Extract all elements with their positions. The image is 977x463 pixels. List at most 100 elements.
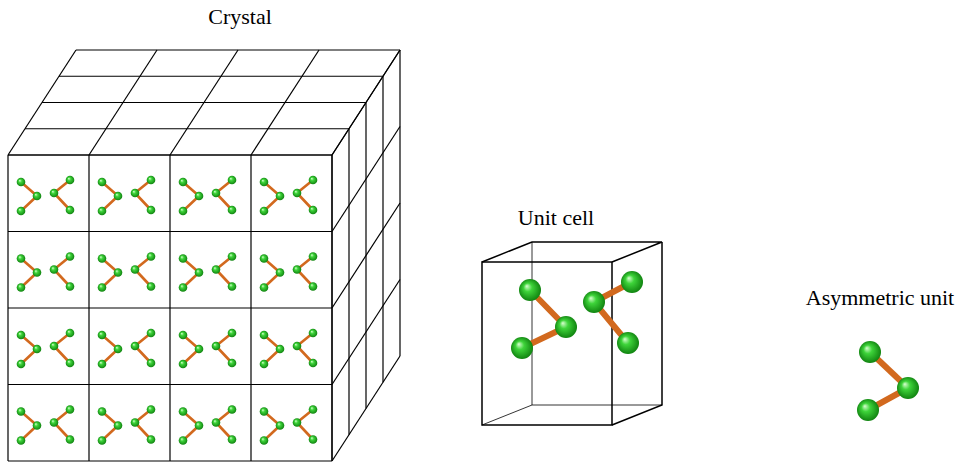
figure-label: Crystal — [208, 5, 272, 29]
grid-line — [76, 49, 400, 50]
atom — [17, 331, 26, 340]
atom — [114, 192, 123, 201]
atom — [66, 252, 75, 261]
atom — [179, 436, 188, 445]
atom — [519, 279, 541, 301]
atom — [98, 360, 107, 369]
atom — [511, 337, 533, 359]
atom — [179, 178, 188, 187]
atom — [66, 359, 75, 368]
atom — [212, 418, 221, 427]
atom — [147, 206, 156, 215]
atom — [228, 435, 237, 444]
atom — [131, 265, 140, 274]
atom — [50, 265, 59, 274]
atom — [309, 329, 318, 338]
atom — [309, 282, 318, 291]
atom — [147, 252, 156, 261]
atom — [98, 178, 107, 187]
unit-cell-box — [482, 242, 662, 425]
atom — [309, 359, 318, 368]
atom — [179, 207, 188, 216]
atom — [897, 377, 919, 399]
atom — [98, 207, 107, 216]
atom — [212, 189, 221, 198]
atom — [293, 265, 302, 274]
atom — [195, 345, 204, 354]
atom — [583, 291, 605, 313]
atom — [260, 436, 269, 445]
atom — [50, 342, 59, 351]
atom — [98, 331, 107, 340]
unit-cell-molecules — [511, 271, 643, 359]
atom — [293, 342, 302, 351]
atom — [621, 271, 643, 293]
atom — [147, 359, 156, 368]
atom — [114, 268, 123, 277]
atom — [228, 176, 237, 185]
atom — [228, 282, 237, 291]
atom — [260, 178, 269, 187]
atom — [293, 189, 302, 198]
atom — [276, 421, 285, 430]
atom — [33, 345, 42, 354]
atom — [195, 268, 204, 277]
atom — [276, 192, 285, 201]
atom — [17, 436, 26, 445]
atom — [147, 435, 156, 444]
atom — [147, 405, 156, 414]
atom — [260, 254, 269, 263]
atom — [309, 435, 318, 444]
figure-label: Asymmetric unit — [806, 286, 954, 310]
atom — [66, 329, 75, 338]
atom — [33, 421, 42, 430]
grid-line — [8, 307, 332, 308]
atom — [66, 435, 75, 444]
atom — [98, 254, 107, 263]
atom — [617, 332, 639, 354]
atom — [276, 268, 285, 277]
atom — [309, 405, 318, 414]
atom — [66, 206, 75, 215]
atom — [195, 421, 204, 430]
atom — [260, 360, 269, 369]
grid-line — [399, 50, 400, 356]
atom — [98, 407, 107, 416]
atom — [293, 418, 302, 427]
atom — [179, 331, 188, 340]
atom — [309, 206, 318, 215]
grid-line — [332, 356, 400, 461]
atom — [17, 283, 26, 292]
atom — [260, 283, 269, 292]
atom — [147, 329, 156, 338]
atom — [228, 252, 237, 261]
atom — [66, 176, 75, 185]
atom — [228, 206, 237, 215]
atom — [17, 178, 26, 187]
grid-line — [8, 460, 332, 461]
atom — [309, 176, 318, 185]
atom — [212, 265, 221, 274]
atom — [260, 331, 269, 340]
crystal-molecules — [17, 176, 318, 445]
grid-line — [42, 102, 366, 103]
crystal-lattice — [8, 50, 400, 461]
grid-line — [332, 280, 400, 385]
atom — [17, 360, 26, 369]
atom — [260, 207, 269, 216]
atom — [179, 360, 188, 369]
atom — [859, 341, 881, 363]
atom — [309, 252, 318, 261]
atom — [33, 268, 42, 277]
atom — [147, 282, 156, 291]
atom — [50, 189, 59, 198]
atom — [195, 192, 204, 201]
atom — [131, 342, 140, 351]
atom — [17, 407, 26, 416]
atom — [131, 189, 140, 198]
atom — [179, 407, 188, 416]
atom — [179, 254, 188, 263]
grid-line — [250, 155, 251, 461]
